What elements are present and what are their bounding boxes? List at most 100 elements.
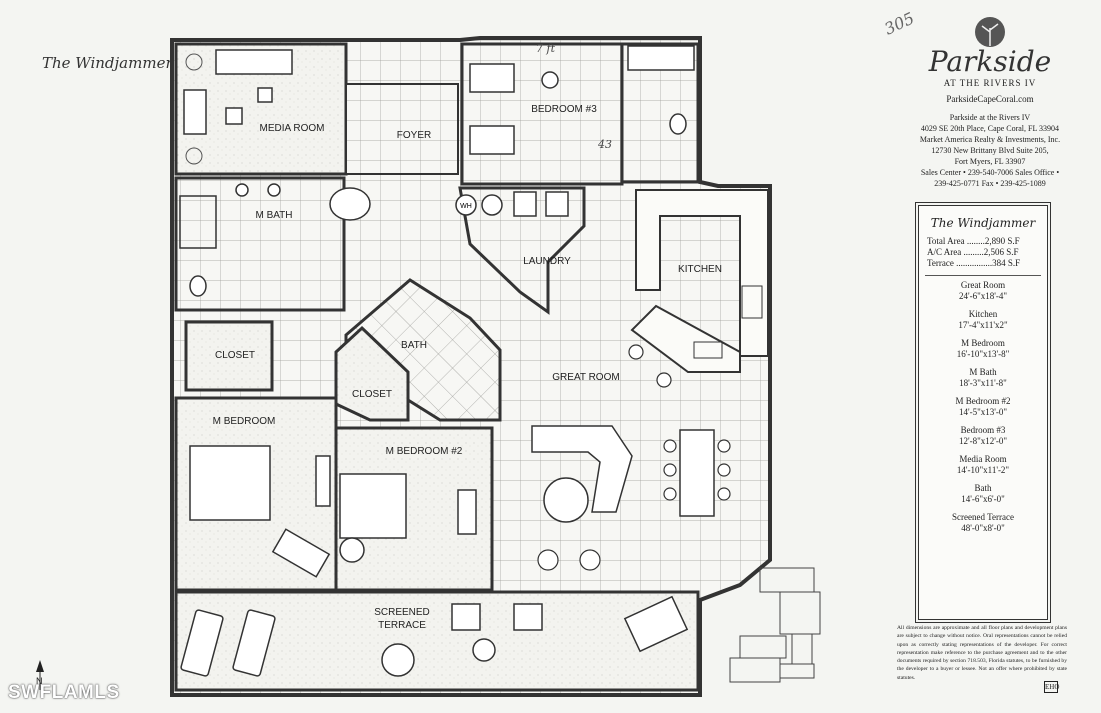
chaise [271,528,331,578]
dryer [513,191,537,217]
north-arrow-icon [36,660,44,672]
chair [717,463,731,477]
laundry-area [458,186,586,315]
room-label-great-room: GREAT ROOM [552,372,619,383]
bed [339,473,407,539]
room-label-m-bath: M BATH [255,210,292,221]
toilet-icon [189,275,207,297]
divider [925,275,1041,276]
room-label-bedroom-3: BEDROOM #3 [531,104,597,115]
compass-label: N [36,676,43,686]
sofa [215,49,293,75]
room-label-m-bedroom: M BEDROOM [213,416,276,427]
dining-table [679,429,715,517]
chair [541,71,559,89]
website-link[interactable]: ParksideCapeCoral.com [946,94,1034,104]
lounge-chair [180,609,224,677]
spec-sheet: The Windjammer Total Area ........2,890 … [915,202,1051,623]
tree-logo-icon [975,17,1005,47]
toilet-icon [669,113,687,135]
sofa [623,595,689,653]
closet-1-area [184,320,274,392]
handwritten-note: 7 ft [536,42,556,55]
lounge-chair [232,609,276,677]
address-line: 239-425-0771 Fax • 239-425-1089 [934,179,1046,188]
bed [469,63,515,93]
handwritten-note: 43 [597,138,612,151]
address-line: Fort Myers, FL 33907 [954,157,1026,166]
chair [717,487,731,501]
address-line: Market America Realty & Investments, Inc… [919,135,1061,144]
ottoman [225,107,243,125]
room-label-media-room: MEDIA ROOM [259,123,324,134]
chair [663,487,677,501]
closet-2-area [334,325,410,422]
sectional-sofa [531,425,633,513]
loveseat [183,89,207,135]
address-line: Sales Center • 239-540-7006 Sales Office… [920,168,1060,177]
area-row: Total Area ........2,890 S.F [927,236,1020,246]
kitchen-counter [635,189,769,357]
plant-icon [185,53,203,71]
bed [469,125,515,155]
plan-title: The Windjammer [42,54,173,72]
address-line: Parkside at the Rivers IV [949,113,1031,122]
address-line: 4029 SE 20th Place, Cape Coral, FL 33904 [920,124,1060,133]
room-label-kitchen: KITCHEN [678,264,722,275]
kitchen-island [630,304,741,373]
washer [481,194,503,216]
branding-panel: Parkside AT THE RIVERS IV ParksideCapeCo… [890,12,1090,189]
foyer-area [345,83,459,175]
sink-icon [267,183,281,197]
cooktop [741,285,763,319]
sink [693,341,723,359]
chair [663,439,677,453]
sink-icon [235,183,249,197]
address-block: Parkside at the Rivers IV 4029 SE 20th P… [890,112,1090,189]
chair [579,549,601,571]
spec-title: The Windjammer [930,216,1036,230]
bathtub [627,45,695,71]
patio-chair [513,603,543,631]
address-line: 12730 New Brittany Blvd Suite 205, [931,146,1049,155]
coffee-table [543,477,589,523]
tub-icon [329,187,371,221]
chair [339,537,365,563]
patio-table [381,643,415,677]
plant-icon [185,147,203,165]
water-heater [455,194,477,216]
logo-subtitle: AT THE RIVERS IV [943,78,1037,88]
stool [656,372,672,388]
room-label-laundry: LAUNDRY [523,256,571,267]
key-plan [729,567,821,683]
mls-watermark: SWFLAMLS [8,682,120,703]
area-summary: Total Area ........2,890 S.F A/C Area ..… [919,230,1047,273]
equal-housing-icon: EHO [1044,681,1060,693]
water-heater-label: WH [460,203,472,210]
room-label-bath: BATH [401,340,427,351]
room-label-closet-2: CLOSET [352,389,392,400]
bed [189,445,271,521]
room-label-foyer: FOYER [397,130,431,141]
patio-chair [451,603,481,631]
side-table [257,87,273,103]
room-label-closet-1: CLOSET [215,350,255,361]
stool [628,344,644,360]
dresser [315,455,331,507]
chair [663,463,677,477]
area-row: A/C Area .........2,506 S.F [927,247,1019,257]
legal-disclaimer: All dimensions are approximate and all f… [897,625,1067,681]
cabinet [545,191,569,217]
shower [179,195,217,249]
